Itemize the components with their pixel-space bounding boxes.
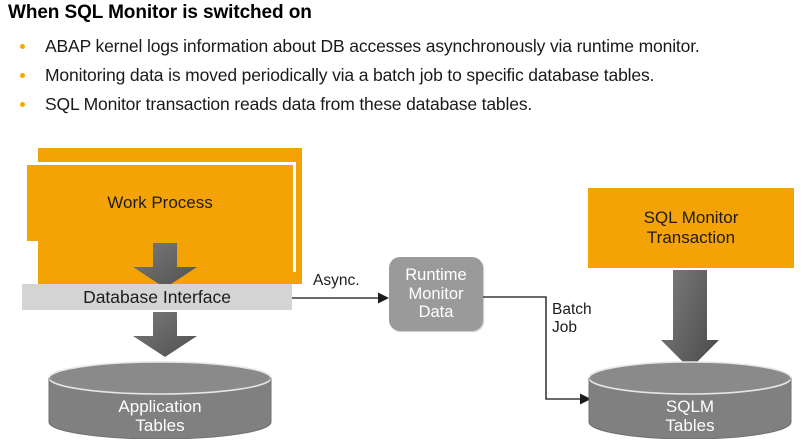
arrow-db-interface-to-application-tables — [133, 312, 197, 357]
bullet-text: SQL Monitor transaction reads data from … — [45, 93, 533, 114]
page-title: When SQL Monitor is switched on — [8, 2, 312, 23]
arrow-work-process-to-db-interface — [133, 243, 197, 288]
bullet-dot-icon — [20, 72, 25, 78]
arrow-sql-monitor-transaction-to-sqlm-tables — [661, 270, 719, 369]
bullet-dot-icon — [20, 43, 25, 49]
bullet-item-3: SQL Monitor transaction reads data from … — [20, 91, 800, 117]
work-process-label: Work Process — [107, 192, 213, 212]
application-tables-cylinder[interactable]: Application Tables — [48, 361, 272, 439]
runtime-monitor-data-line3: Data — [418, 303, 454, 322]
runtime-monitor-data-line1: Runtime — [405, 266, 467, 285]
sql-monitor-transaction-line2: Transaction — [646, 228, 736, 247]
arrow-batch-job-connector — [483, 296, 591, 405]
bullet-text: Monitoring data is moved periodically vi… — [45, 64, 655, 85]
runtime-monitor-data-line2: Monitor — [408, 284, 464, 303]
bullet-item-1: ABAP kernel logs information about DB ac… — [20, 33, 800, 59]
batch-job-connector-label: Batch Job — [552, 301, 592, 337]
async-connector-label: Async. — [313, 272, 360, 289]
bullet-item-2: Monitoring data is moved periodically vi… — [20, 62, 800, 88]
sql-monitor-transaction-box[interactable]: SQL Monitor Transaction — [588, 188, 794, 268]
bullet-text: ABAP kernel logs information about DB ac… — [45, 35, 700, 56]
work-process-box[interactable]: Work Process — [27, 165, 293, 241]
database-interface-box[interactable]: Database Interface — [22, 284, 292, 310]
work-process-stack-gap — [27, 162, 296, 165]
batch-job-line2: Job — [552, 318, 577, 336]
work-process-stack-gap-right — [293, 162, 296, 272]
sql-monitor-transaction-line1: SQL Monitor — [643, 207, 739, 227]
bullet-dot-icon — [20, 101, 25, 107]
database-interface-label: Database Interface — [83, 286, 231, 307]
batch-job-line1: Batch — [552, 301, 592, 318]
arrow-async-connector — [292, 292, 389, 304]
sqlm-tables-cylinder[interactable]: SQLM Tables — [588, 361, 792, 439]
runtime-monitor-data-box[interactable]: Runtime Monitor Data — [389, 257, 483, 331]
